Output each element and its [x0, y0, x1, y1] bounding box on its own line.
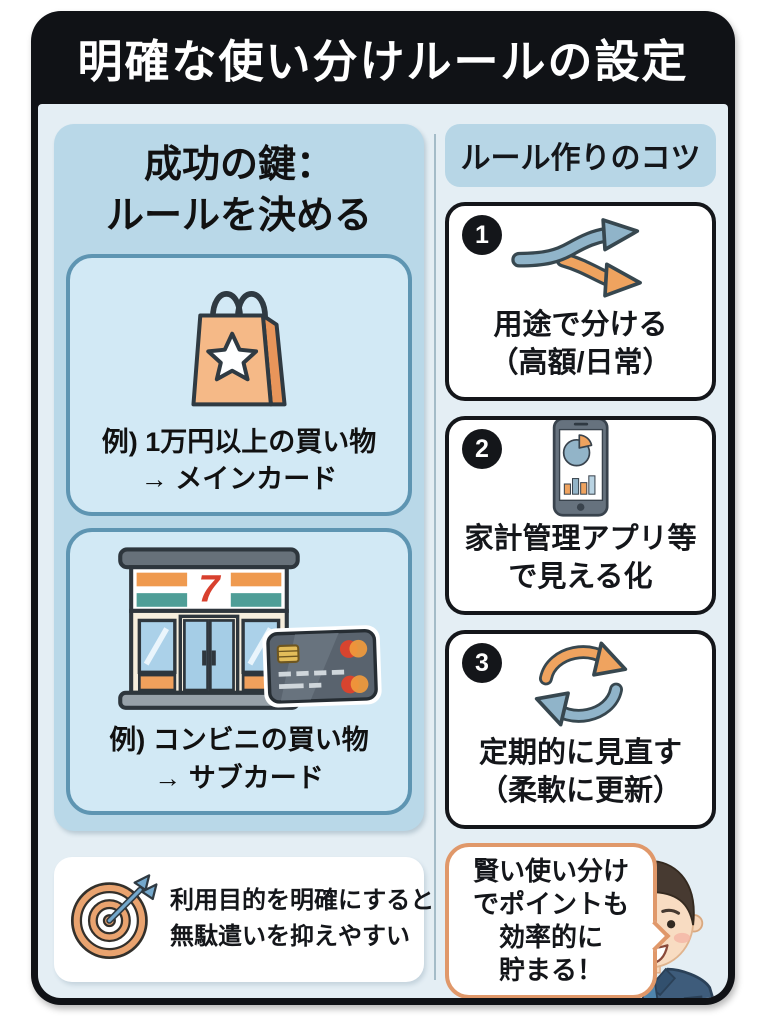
target-dart-icon	[66, 870, 160, 969]
convenience-store-card-icon: 7	[74, 544, 404, 716]
page-title: 明確な使い分けルールの設定	[77, 36, 689, 87]
note-line1: 利用目的を明確にすると	[170, 887, 435, 915]
tip-box-2: 2	[445, 416, 716, 615]
panel-title-line2: ルールを決める	[105, 194, 372, 237]
right-column: ルール作りのコツ 1	[445, 104, 716, 998]
example-main-line1: 例) 1万円以上の買い物	[101, 426, 377, 457]
example-card-main-text: 例) 1万円以上の買い物 → メインカード	[74, 424, 404, 499]
tip-box-1: 1 用途で分ける （高額/日常）	[445, 202, 716, 401]
tip-2-line2: で見える化	[508, 560, 653, 593]
tip-3-line2: （柔軟に更新）	[478, 774, 682, 807]
tip-1-line1: 用途で分ける	[493, 309, 668, 341]
tip-3-number-badge: 3	[462, 643, 502, 683]
content-area: 成功の鍵： ルールを決める	[38, 104, 728, 998]
note-line2: 無駄遣いを抑えやすい	[170, 923, 410, 951]
fork-arrows-icon	[449, 206, 712, 304]
tip-3-line1: 定期的に見直す	[478, 737, 682, 769]
shopping-bag-icon	[74, 270, 404, 418]
note-text: 利用目的を明確にすると 無駄遣いを抑えやすい	[170, 883, 434, 955]
refresh-arrows-icon	[449, 634, 712, 732]
tip-3-text: 定期的に見直す （柔軟に更新）	[449, 735, 712, 810]
tip-2-number-badge: 2	[462, 429, 502, 469]
tip-box-3: 3 定期的に見直す （柔軟に更新）	[445, 630, 716, 829]
example-card-sub: 7	[66, 528, 412, 815]
example-card-sub-text: 例) コンビニの買い物 → サブカード	[74, 722, 404, 797]
tip-1-line2: （高額/日常）	[489, 346, 672, 379]
panel-title: 成功の鍵： ルールを決める	[66, 140, 412, 242]
title-banner: 明確な使い分けルールの設定	[31, 11, 735, 104]
column-divider	[434, 134, 436, 980]
bubble-line1: 賢い使い分け	[472, 856, 629, 886]
panel-title-line1: 成功の鍵：	[143, 144, 334, 186]
note-box: 利用目的を明確にすると 無駄遣いを抑えやすい	[54, 856, 434, 982]
left-column: 成功の鍵： ルールを決める	[54, 104, 434, 998]
poster-frame: 明確な使い分けルールの設定 成功の鍵： ルールを決める	[31, 11, 735, 1005]
bubble-line2: でポイントも	[472, 889, 629, 920]
tip-1-number-badge: 1	[462, 215, 502, 255]
success-key-panel: 成功の鍵： ルールを決める	[54, 124, 424, 831]
closing-remark: 賢い使い分け でポイントも 効率的に 貯まる！	[445, 843, 716, 998]
tips-header: ルール作りのコツ	[445, 124, 716, 187]
example-card-main: 例) 1万円以上の買い物 → メインカード	[66, 253, 412, 517]
tip-2-text: 家計管理アプリ等 で見える化	[449, 521, 712, 596]
bubble-line4: 貯まる！	[498, 955, 603, 986]
svg-text:7: 7	[198, 568, 221, 611]
speech-bubble: 賢い使い分け でポイントも 効率的に 貯まる！	[445, 843, 671, 998]
bubble-line3: 効率的に	[498, 922, 603, 953]
example-sub-line1: 例) コンビニの買い物	[109, 725, 369, 756]
example-sub-line2: → サブカード	[154, 762, 324, 793]
example-main-line2: → メインカード	[140, 464, 338, 495]
budget-app-phone-icon	[449, 420, 712, 518]
tip-1-text: 用途で分ける （高額/日常）	[449, 307, 712, 382]
tip-2-line1: 家計管理アプリ等	[464, 523, 697, 555]
